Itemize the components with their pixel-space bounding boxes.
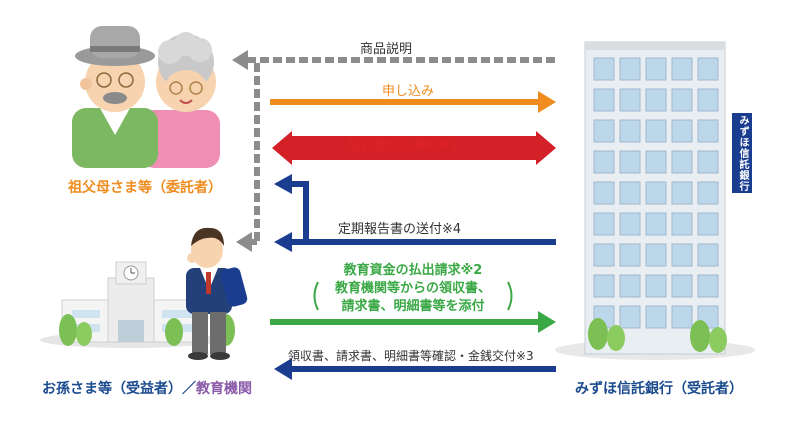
bank-window — [645, 57, 667, 81]
bank-windows — [593, 57, 719, 329]
bank-window — [593, 181, 615, 205]
bank-window — [593, 150, 615, 174]
bank-window — [697, 150, 719, 174]
bank-window — [645, 150, 667, 174]
bank-window — [671, 119, 693, 143]
receipt-confirm-label: 領収書、請求書、明細書等確認・金銭交付※3 — [288, 349, 534, 363]
bank-window — [645, 243, 667, 267]
report-label: 定期報告書の送付※4 — [338, 222, 462, 237]
contract-arrow — [272, 131, 556, 165]
contract-label: 信託契約の締結※1 — [348, 138, 459, 153]
bank-window — [593, 119, 615, 143]
bank-window — [619, 57, 641, 81]
bank-window — [645, 305, 667, 329]
bank-window — [671, 88, 693, 112]
bank-window — [645, 119, 667, 143]
bank-window — [671, 150, 693, 174]
bank-window — [619, 119, 641, 143]
bank-window — [619, 212, 641, 236]
bank-window — [697, 274, 719, 298]
bank-window — [697, 181, 719, 205]
bank-window — [645, 181, 667, 205]
payment-request-line2: 教育機関等からの領収書、 — [334, 281, 491, 296]
bank-sign: みずほ信託銀行 — [732, 113, 752, 193]
institution-label: 教育機関 — [196, 381, 252, 397]
bank-window — [619, 181, 641, 205]
bank-window — [619, 150, 641, 174]
payment-request-arrow — [270, 281, 556, 333]
bank-window — [619, 305, 641, 329]
report-arrow — [274, 174, 556, 252]
bank-window — [671, 212, 693, 236]
bank-window — [619, 274, 641, 298]
bank-window — [619, 243, 641, 267]
grandparents-illustration — [72, 26, 220, 168]
bank-window — [671, 243, 693, 267]
student-illustration — [186, 227, 248, 360]
grandparents-label: 祖父母さま等（委託者） — [68, 180, 222, 196]
bank-window — [593, 57, 615, 81]
payment-request-line3: 請求書、明細書等を添付 — [341, 299, 485, 314]
bank-window — [619, 88, 641, 112]
bank-window — [697, 243, 719, 267]
application-label: 申し込み — [382, 84, 435, 99]
product-explanation-label: 商品説明 — [360, 42, 413, 57]
money-delivery-arrow — [274, 358, 556, 380]
bank-window — [697, 119, 719, 143]
bank-window — [593, 88, 615, 112]
bank-window — [671, 305, 693, 329]
bank-window — [645, 88, 667, 112]
bank-window — [697, 212, 719, 236]
bank-window — [593, 212, 615, 236]
bank-window — [671, 274, 693, 298]
product-explanation-arrow — [232, 50, 555, 252]
bank-window — [697, 88, 719, 112]
bank-label: みずほ信託銀行（受託者） — [575, 381, 743, 397]
bank-building-illustration — [555, 41, 755, 360]
payment-request-line1: 教育資金の払出請求※2 — [343, 263, 483, 278]
bank-window — [671, 57, 693, 81]
slash-separator: ／ — [182, 381, 196, 397]
bank-window — [593, 274, 615, 298]
application-arrow — [270, 91, 556, 113]
bank-window — [645, 274, 667, 298]
bank-window — [697, 57, 719, 81]
bank-window — [671, 181, 693, 205]
payment-request-label: 教育資金の払出請求※2 教育機関等からの領収書、 請求書、明細書等を添付 — [323, 262, 503, 316]
grandchild-institution-label: お孫さま等（受益者）／教育機関 — [42, 378, 252, 398]
grandchild-label: お孫さま等（受益者） — [42, 381, 182, 397]
bank-window — [645, 212, 667, 236]
bank-window — [593, 243, 615, 267]
